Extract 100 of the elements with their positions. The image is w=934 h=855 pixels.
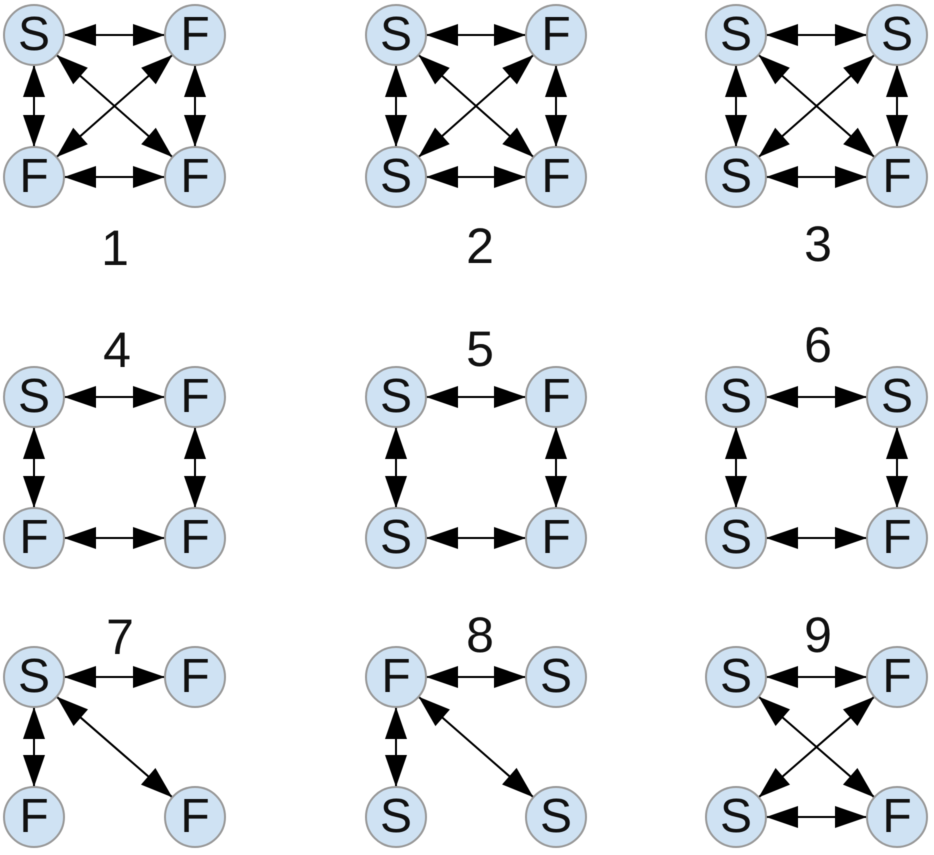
state-circle	[866, 4, 928, 66]
node-letter: F	[541, 11, 571, 59]
state-circle	[3, 507, 65, 569]
node-letter: F	[381, 653, 411, 701]
panel-number: 7	[106, 612, 134, 662]
node-letter: F	[882, 514, 912, 562]
double-arrow	[725, 427, 747, 508]
double-arrow	[64, 24, 165, 46]
double-arrow	[545, 65, 567, 147]
state-circle	[525, 786, 587, 848]
node-letter: F	[19, 153, 49, 201]
node-letter: S	[380, 793, 412, 841]
node-letter: S	[18, 373, 50, 421]
double-arrow	[23, 427, 45, 508]
node-letter: F	[180, 793, 210, 841]
state-circle	[164, 146, 226, 208]
node-letter: F	[19, 793, 49, 841]
node-letter: S	[720, 793, 752, 841]
state-circle	[525, 4, 587, 66]
node-letter: S	[540, 793, 572, 841]
double-arrow	[184, 65, 206, 147]
panel-number: 9	[804, 610, 832, 660]
double-arrow	[426, 166, 526, 188]
double-arrow	[23, 65, 45, 147]
double-arrow	[886, 65, 908, 147]
double-arrow	[426, 666, 526, 688]
node-letter: S	[540, 653, 572, 701]
node-letter: S	[720, 153, 752, 201]
node-letter: S	[881, 373, 913, 421]
double-arrow	[426, 527, 526, 549]
double-arrow	[64, 527, 165, 549]
state-circle	[365, 646, 427, 708]
double-arrow	[766, 386, 867, 408]
double-arrow	[886, 427, 908, 508]
node-letter: F	[882, 793, 912, 841]
node-letter: S	[18, 11, 50, 59]
state-circle	[164, 646, 226, 708]
node-letter: S	[380, 373, 412, 421]
double-arrow	[426, 386, 526, 408]
panel-number: 5	[466, 324, 494, 374]
node-letter: S	[720, 11, 752, 59]
double-arrow	[385, 65, 407, 147]
node-letter: F	[180, 514, 210, 562]
panel-number: 3	[804, 219, 832, 269]
state-circle	[705, 786, 767, 848]
state-circle	[866, 146, 928, 208]
panel-number: 4	[103, 325, 131, 375]
double-arrow	[56, 696, 174, 798]
state-circle	[164, 507, 226, 569]
node-letter: F	[180, 653, 210, 701]
panel-number: 2	[466, 221, 494, 271]
state-circle	[3, 646, 65, 708]
double-arrow	[64, 386, 165, 408]
state-circle	[866, 366, 928, 428]
node-letter: F	[882, 153, 912, 201]
state-circle	[705, 646, 767, 708]
node-letter: S	[720, 514, 752, 562]
double-arrow	[766, 166, 867, 188]
node-letter: S	[881, 11, 913, 59]
panel-number: 8	[466, 610, 494, 660]
state-circle	[525, 507, 587, 569]
state-circle	[365, 507, 427, 569]
state-circle	[705, 146, 767, 208]
state-circle	[365, 366, 427, 428]
node-letter: S	[720, 653, 752, 701]
node-letter: S	[380, 11, 412, 59]
state-circle	[164, 4, 226, 66]
state-circle	[705, 366, 767, 428]
state-circle	[365, 146, 427, 208]
state-circle	[365, 786, 427, 848]
state-circle	[3, 366, 65, 428]
double-arrow	[418, 696, 534, 798]
state-circle	[164, 366, 226, 428]
node-letter: F	[541, 153, 571, 201]
state-circle	[525, 146, 587, 208]
double-arrow	[385, 707, 407, 787]
double-arrow	[64, 666, 165, 688]
double-arrow	[184, 427, 206, 508]
state-circle	[525, 366, 587, 428]
state-circle	[866, 646, 928, 708]
state-circle	[866, 507, 928, 569]
state-circle	[705, 4, 767, 66]
double-arrow	[766, 666, 867, 688]
node-letter: F	[541, 514, 571, 562]
node-letter: S	[380, 514, 412, 562]
node-letter: S	[18, 653, 50, 701]
state-circle	[3, 146, 65, 208]
double-arrow	[64, 166, 165, 188]
double-arrow	[766, 24, 867, 46]
double-arrow	[766, 806, 867, 828]
state-circle	[365, 4, 427, 66]
state-circle	[705, 507, 767, 569]
state-circle	[164, 786, 226, 848]
state-circle	[3, 4, 65, 66]
panel-number: 6	[804, 320, 832, 370]
panel-number: 1	[101, 223, 129, 273]
node-letter: F	[180, 11, 210, 59]
node-letter: S	[720, 373, 752, 421]
state-circle	[3, 786, 65, 848]
double-arrow	[545, 427, 567, 508]
